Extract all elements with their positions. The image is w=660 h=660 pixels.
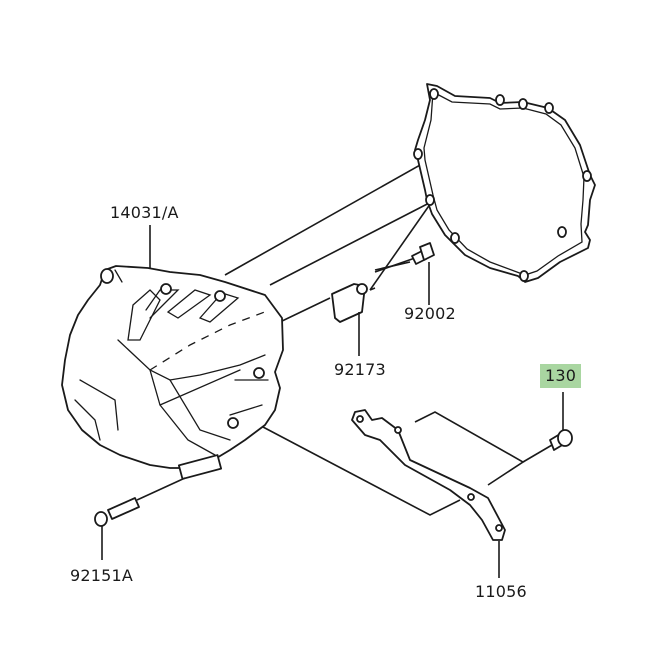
bolt-92151A — [94, 477, 186, 560]
bracket-11056 — [351, 409, 506, 578]
label-11056[interactable]: 11056 — [475, 582, 527, 601]
gasket — [413, 83, 596, 283]
bolt-130 — [522, 392, 573, 463]
clamp-92173 — [331, 283, 368, 356]
bolt-92002 — [374, 242, 435, 305]
engine-cover — [61, 265, 284, 480]
label-14031A[interactable]: 14031/A — [110, 203, 179, 222]
leader-cover-bracket — [262, 426, 461, 516]
label-92173[interactable]: 92173 — [334, 360, 386, 379]
label-92002[interactable]: 92002 — [404, 304, 456, 323]
label-92151A[interactable]: 92151A — [70, 566, 134, 585]
leader-bracket-bolt — [414, 411, 525, 486]
label-130[interactable]: 130 — [540, 364, 582, 388]
